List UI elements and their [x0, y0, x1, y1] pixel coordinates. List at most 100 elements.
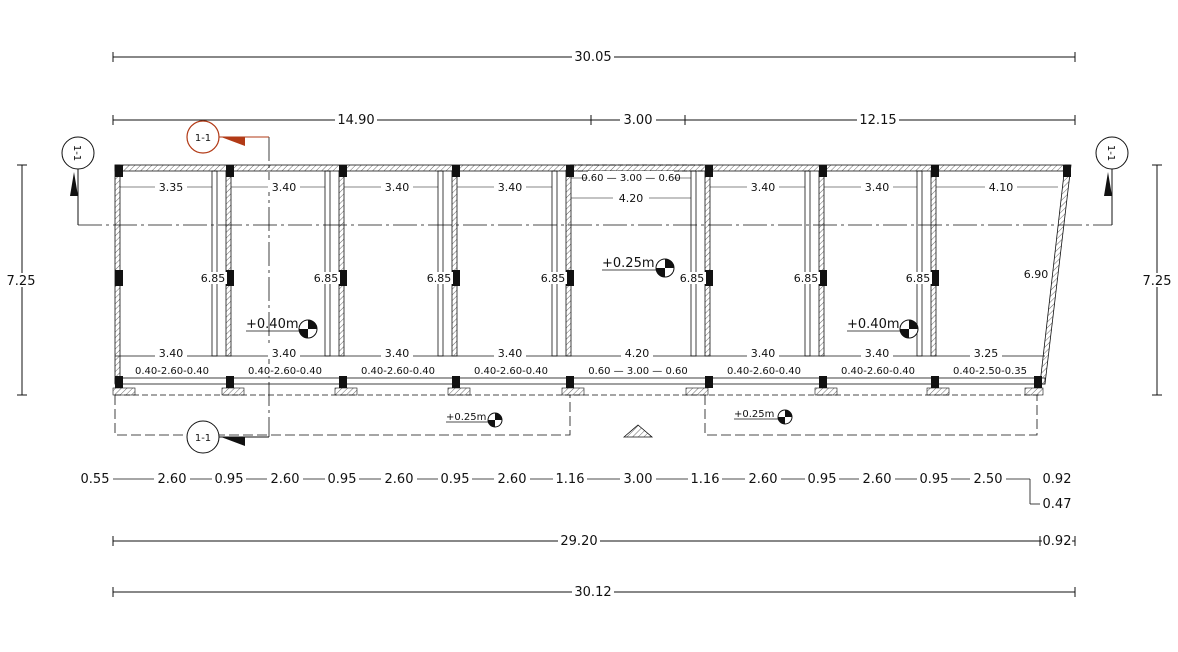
room-bottom-width-7: 3.40 [865, 347, 890, 360]
columns [115, 165, 1071, 388]
top-segment-dimension: 14.90 3.00 12.15 [112, 113, 1076, 128]
bottom-total-dimension-2: 30.12 [112, 585, 1076, 600]
center-top-opening-label: 0.60 — 3.00 — 0.60 [581, 173, 681, 184]
top-segment-3: 12.15 [859, 113, 896, 128]
chain-14: 2.60 [863, 472, 892, 487]
chain-11: 1.16 [691, 472, 720, 487]
room-top-width-2: 3.40 [272, 181, 297, 194]
room-bottom-width-8: 3.25 [974, 347, 999, 360]
top-segment-1: 14.90 [337, 113, 374, 128]
bottom-total-1-end-label: 0.92 [1043, 534, 1072, 549]
top-total-label: 30.05 [574, 50, 611, 65]
top-total-dimension: 30.05 [112, 50, 1076, 65]
opening-5: 0.60 — 3.00 — 0.60 [588, 366, 688, 377]
opening-6: 0.40-2.60-0.40 [727, 366, 801, 377]
section-marker-bottom: 1-1 [186, 420, 269, 454]
section-bottom-label: 1-1 [195, 433, 211, 444]
left-height-label: 7.25 [7, 274, 36, 289]
bottom-chain-dimension: 0.55 2.60 0.95 2.60 0.95 2.60 0.95 2.60 … [78, 472, 1074, 512]
opening-8: 0.40-2.50-0.35 [953, 366, 1027, 377]
level-marker-center: +0.25m [602, 256, 675, 278]
bottom-total-1-label: 29.20 [560, 534, 597, 549]
level-room-left-label: +0.40m [246, 317, 299, 332]
chain-9: 1.16 [556, 472, 585, 487]
chain-15: 0.95 [920, 472, 949, 487]
right-height-dimension: 7.25 [1139, 164, 1175, 396]
opening-3: 0.40-2.60-0.40 [361, 366, 435, 377]
room-top-width-1: 3.35 [159, 181, 184, 194]
room-depth-labels: 6.85 6.85 6.85 6.85 6.85 6.85 6.85 6.90 [199, 268, 1050, 285]
room-depth-4: 6.85 [541, 272, 566, 285]
chain-3: 0.95 [215, 472, 244, 487]
level-symbol-icon [899, 319, 919, 339]
room-bottom-width-5: 4.20 [625, 347, 650, 360]
room-depth-5: 6.85 [680, 272, 705, 285]
room-bottom-width-6: 3.40 [751, 347, 776, 360]
section-top-label: 1-1 [195, 133, 211, 144]
chain-4: 2.60 [271, 472, 300, 487]
level-marker-front-left: +0.25m [446, 412, 503, 428]
opening-4: 0.40-2.60-0.40 [474, 366, 548, 377]
opening-dims-bottom: 0.40-2.60-0.40 0.40-2.60-0.40 0.40-2.60-… [132, 364, 1030, 377]
top-segment-2: 3.00 [624, 113, 653, 128]
level-room-right-label: +0.40m [847, 317, 900, 332]
opening-7: 0.40-2.60-0.40 [841, 366, 915, 377]
left-height-dimension: 7.25 [4, 164, 40, 396]
level-center-label: +0.25m [602, 256, 655, 271]
level-front-right-label: +0.25m [734, 409, 774, 420]
section-marker-top: 1-1 [186, 120, 269, 154]
opening-1: 0.40-2.60-0.40 [135, 366, 209, 377]
level-marker-room-left: +0.40m [246, 317, 318, 339]
room-depth-8: 6.90 [1024, 268, 1049, 281]
room-top-width-4: 3.40 [498, 181, 523, 194]
level-symbol-icon [655, 258, 675, 278]
chain-16: 2.50 [974, 472, 1003, 487]
level-symbol-icon [777, 409, 793, 425]
chain-8: 2.60 [498, 472, 527, 487]
room-depth-2: 6.85 [314, 272, 339, 285]
right-height-label: 7.25 [1143, 274, 1172, 289]
section-left-label: 1-1 [71, 145, 82, 161]
chain-17: 0.92 [1043, 472, 1072, 487]
chain-6: 2.60 [385, 472, 414, 487]
partition-walls [211, 170, 937, 357]
chain-2: 2.60 [158, 472, 187, 487]
room-width-dims-bottom: 3.40 3.40 3.40 3.40 4.20 3.40 3.40 3.25 [155, 347, 1002, 360]
room-top-width-7: 4.10 [989, 181, 1014, 194]
level-marker-front-right: +0.25m [734, 409, 793, 425]
opening-2: 0.40-2.60-0.40 [248, 366, 322, 377]
chain-extra: 0.47 [1043, 497, 1072, 512]
section-marker-right: 1-1 [1095, 136, 1129, 225]
chain-7: 0.95 [441, 472, 470, 487]
room-top-width-3: 3.40 [385, 181, 410, 194]
room-top-width-5: 3.40 [751, 181, 776, 194]
level-marker-room-right: +0.40m [847, 317, 919, 339]
chain-12: 2.60 [749, 472, 778, 487]
bottom-total-2-label: 30.12 [574, 585, 611, 600]
front-terraces [114, 395, 1038, 436]
room-bottom-width-3: 3.40 [385, 347, 410, 360]
level-symbol-icon [298, 319, 318, 339]
chain-1: 0.55 [81, 472, 110, 487]
entrance-arrow-icon [622, 424, 654, 438]
room-width-labels-top: 3.35 3.40 3.40 3.40 3.40 3.40 4.10 4.20 … [155, 171, 1017, 205]
room-depth-3: 6.85 [427, 272, 452, 285]
chain-5: 0.95 [328, 472, 357, 487]
room-depth-6: 6.85 [794, 272, 819, 285]
center-width-label: 4.20 [619, 192, 644, 205]
room-bottom-width-2: 3.40 [272, 347, 297, 360]
level-front-left-label: +0.25m [446, 412, 486, 423]
room-bottom-width-4: 3.40 [498, 347, 523, 360]
room-depth-1: 6.85 [201, 272, 226, 285]
bottom-total-dimension-1: 29.20 0.92 [112, 534, 1076, 549]
section-marker-left: 1-1 [61, 136, 95, 225]
room-bottom-width-1: 3.40 [159, 347, 184, 360]
room-depth-7: 6.85 [906, 272, 931, 285]
section-right-label: 1-1 [1105, 145, 1116, 161]
room-top-width-6: 3.40 [865, 181, 890, 194]
chain-10: 3.00 [624, 472, 653, 487]
level-symbol-icon [487, 412, 503, 428]
chain-13: 0.95 [808, 472, 837, 487]
